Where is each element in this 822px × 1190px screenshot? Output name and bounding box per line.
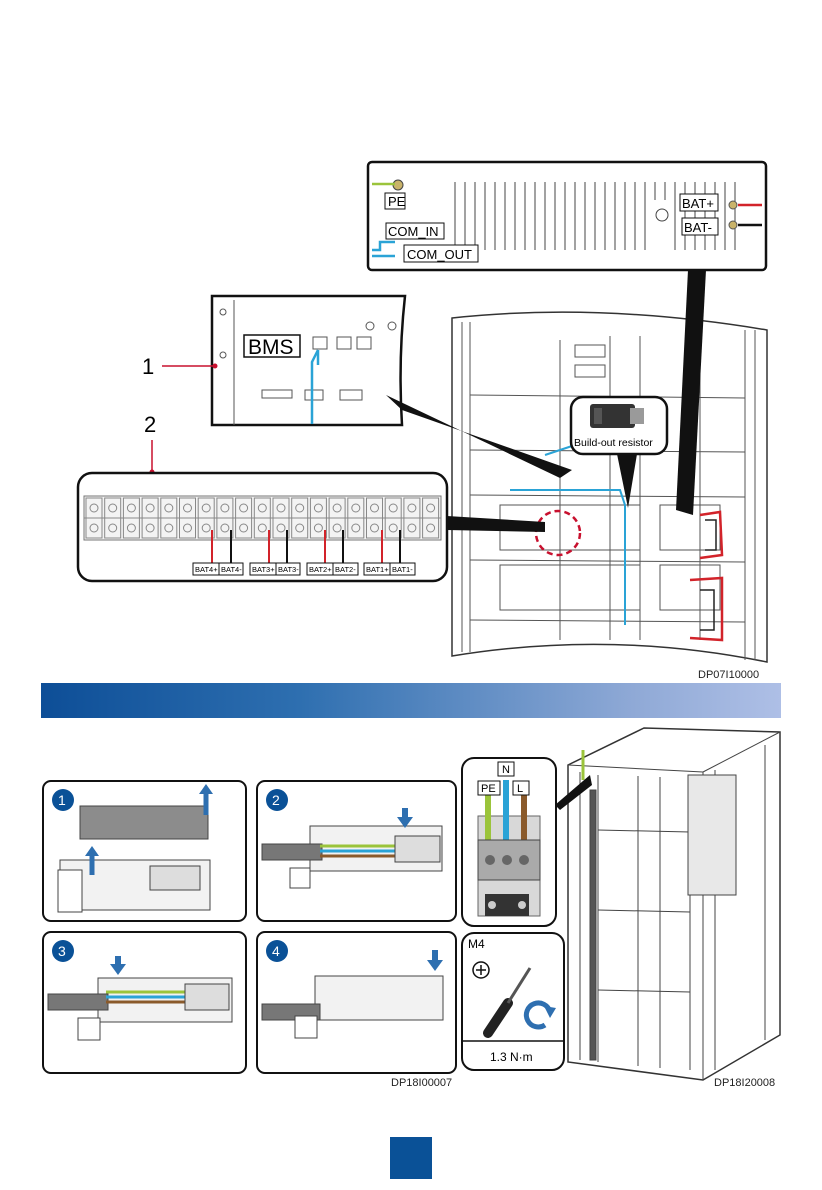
screw-size-label: M4	[468, 937, 485, 951]
step-1-panel	[43, 781, 246, 921]
drawing-code-bottom-left: DP18I00007	[391, 1077, 452, 1089]
build-out-resistor-label: Build-out resistor	[574, 437, 653, 449]
bms-label: BMS	[248, 336, 294, 359]
controller-pointer	[676, 270, 706, 515]
build-out-resistor-callout	[571, 397, 667, 508]
callout-number-2: 2	[144, 412, 156, 437]
cabinet-illustration	[452, 312, 767, 662]
controller-bat-plus-label: BAT+	[682, 196, 714, 211]
bms-pointer	[386, 395, 572, 478]
terminal-label: BAT1+	[366, 565, 389, 574]
highlight-circle	[536, 511, 580, 555]
power-label-l: L	[517, 783, 523, 795]
page-number-box	[390, 1137, 432, 1179]
terminal-label: BAT2-	[335, 565, 356, 574]
power-cable-steps-illustration: 1 2 3 4	[0, 720, 822, 1100]
torque-label: 1.3 N·m	[490, 1050, 533, 1064]
bms-panel	[212, 296, 405, 425]
step-number: 1	[58, 792, 66, 808]
callout-number-1: 1	[142, 354, 154, 379]
step-2-panel	[257, 781, 456, 921]
terminal-label: BAT3-	[278, 565, 299, 574]
terminal-label: BAT4+	[195, 565, 218, 574]
step-4-panel	[257, 932, 456, 1073]
power-terminal-detail	[462, 758, 556, 926]
battery-wiring-illustration: PE BAT+ COM_IN BAT- COM_OUT BMS 1 2	[0, 0, 822, 690]
drawing-code-bottom-right: DP18I20008	[714, 1077, 775, 1089]
step-number: 2	[272, 792, 280, 808]
terminal-label: BAT1-	[392, 565, 413, 574]
controller-pe-label: PE	[388, 194, 406, 209]
cabinet-3d-illustration	[555, 728, 780, 1080]
section-band	[41, 683, 781, 718]
controller-bat-minus-label: BAT-	[684, 220, 712, 235]
drawing-code-top: DP07I10000	[698, 669, 759, 681]
power-cables	[690, 512, 722, 640]
power-label-n: N	[502, 764, 510, 776]
step-number: 3	[58, 943, 66, 959]
terminal-label: BAT3+	[252, 565, 275, 574]
controller-com-in-label: COM_IN	[388, 224, 439, 239]
power-label-pe: PE	[481, 783, 496, 795]
top-figure: PE BAT+ COM_IN BAT- COM_OUT BMS 1 2	[0, 0, 822, 690]
controller-com-out-label: COM_OUT	[407, 247, 472, 262]
terminal-pointer	[447, 516, 545, 532]
bottom-figure: 1 2 3 4	[0, 720, 822, 1100]
terminal-label: BAT2+	[309, 565, 332, 574]
step-3-panel	[43, 932, 246, 1073]
step-number: 4	[272, 943, 280, 959]
terminal-label: BAT4-	[221, 565, 242, 574]
